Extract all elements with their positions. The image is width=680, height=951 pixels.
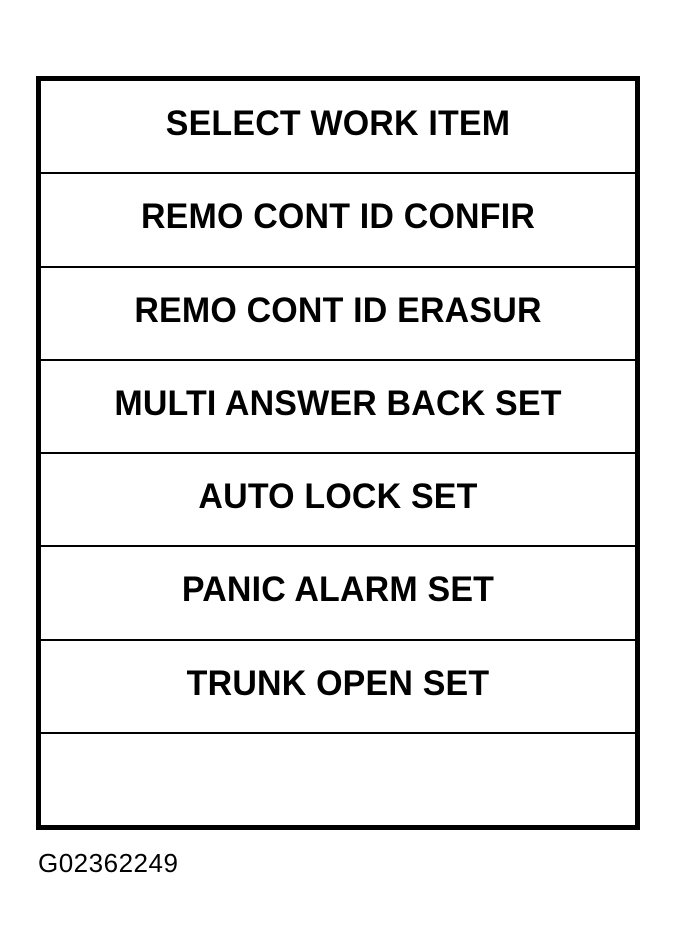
menu-row-remo-cont-id-erasur[interactable]: REMO CONT ID ERASUR: [41, 267, 635, 361]
menu-item-label: PANIC ALARM SET: [181, 570, 495, 610]
menu-item-label: MULTI ANSWER BACK SET: [114, 383, 562, 423]
figure-caption: G02362249: [38, 848, 179, 878]
menu-row-multi-answer-back-set[interactable]: MULTI ANSWER BACK SET: [41, 360, 635, 454]
menu-row-panic-alarm-set[interactable]: PANIC ALARM SET: [41, 547, 635, 641]
work-item-menu-list: SELECT WORK ITEM REMO CONT ID CONFIR REM…: [41, 81, 635, 825]
menu-item-label: REMO CONT ID CONFIR: [140, 197, 536, 237]
menu-row-remo-cont-id-confir[interactable]: REMO CONT ID CONFIR: [41, 174, 635, 268]
menu-row-trunk-open-set[interactable]: TRUNK OPEN SET: [41, 640, 635, 734]
work-item-menu-panel: SELECT WORK ITEM REMO CONT ID CONFIR REM…: [36, 76, 640, 830]
menu-item-label: [50, 776, 626, 777]
menu-item-label: SELECT WORK ITEM: [165, 104, 511, 144]
menu-row-empty[interactable]: [41, 733, 635, 825]
menu-item-label: TRUNK OPEN SET: [186, 663, 490, 703]
menu-item-label: REMO CONT ID ERASUR: [134, 290, 542, 330]
menu-row-header: SELECT WORK ITEM: [41, 81, 635, 175]
menu-item-label: AUTO LOCK SET: [198, 477, 478, 517]
menu-row-auto-lock-set[interactable]: AUTO LOCK SET: [41, 454, 635, 548]
